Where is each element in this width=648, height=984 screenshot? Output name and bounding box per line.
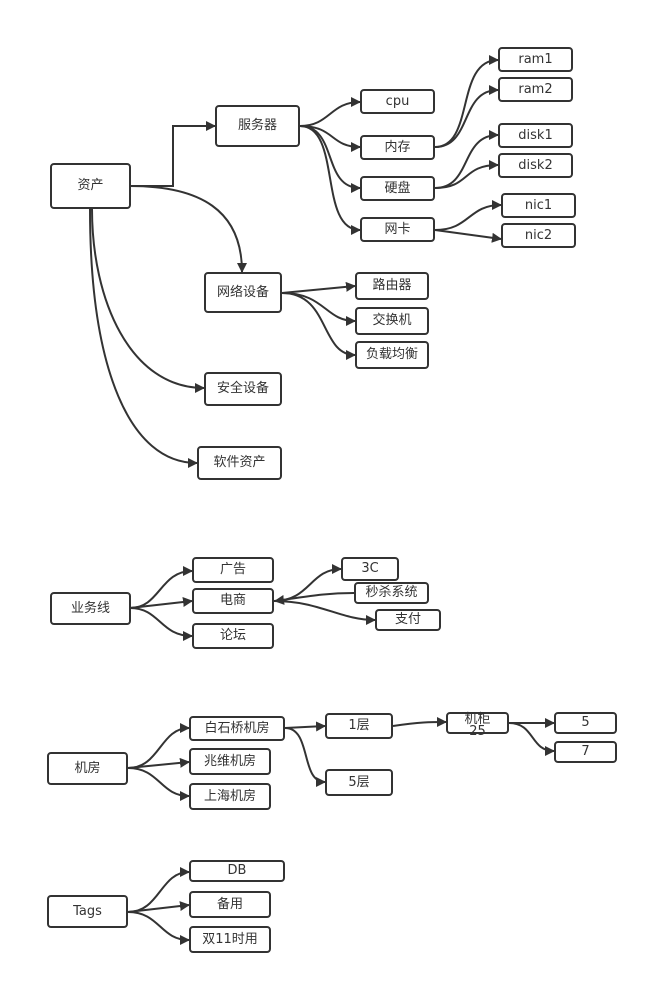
node-server: 服务器 bbox=[215, 105, 300, 147]
node-ram2: ram2 bbox=[498, 77, 573, 102]
edge-server-memory bbox=[299, 125, 361, 152]
edge-memory-ram2 bbox=[434, 85, 499, 148]
node-load-balancer: 负载均衡 bbox=[355, 341, 429, 369]
node-idc: 机房 bbox=[47, 752, 128, 785]
edge-disk-disk1 bbox=[434, 130, 499, 189]
edge-asset-server bbox=[130, 121, 216, 187]
edge-memory-ram1 bbox=[434, 55, 499, 148]
edge-ecommerce-payment bbox=[273, 600, 376, 625]
node-cpu: cpu bbox=[360, 89, 435, 114]
edge-baishiqiao-floor1 bbox=[284, 721, 326, 732]
node-nic1: nic1 bbox=[501, 193, 576, 218]
node-disk: 硬盘 bbox=[360, 176, 435, 201]
node-router: 路由器 bbox=[355, 272, 429, 300]
node-5: 5 bbox=[554, 712, 617, 734]
edge-network-lb bbox=[281, 292, 356, 360]
edge-asset-network bbox=[129, 185, 247, 273]
node-shanghai: 上海机房 bbox=[189, 783, 271, 810]
node-zhaowei: 兆维机房 bbox=[189, 748, 271, 775]
node-disk1: disk1 bbox=[498, 123, 573, 148]
node-asset: 资产 bbox=[50, 163, 131, 209]
edge-server-cpu bbox=[299, 97, 361, 127]
node-memory: 内存 bbox=[360, 135, 435, 160]
node-nic2: nic2 bbox=[501, 223, 576, 248]
edge-network-router bbox=[281, 281, 356, 294]
edge-rack-7 bbox=[508, 722, 555, 756]
node-software-asset: 软件资产 bbox=[197, 446, 282, 480]
node-business-line: 业务线 bbox=[50, 592, 131, 625]
edge-tags-double11 bbox=[127, 911, 190, 945]
edge-floor1-rack bbox=[392, 717, 447, 728]
node-payment: 支付 bbox=[375, 609, 441, 631]
edge-tags-backup bbox=[127, 901, 190, 913]
node-tags: Tags bbox=[47, 895, 128, 928]
node-db: DB bbox=[189, 860, 285, 882]
node-double11: 双11时用 bbox=[189, 926, 271, 953]
node-baishiqiao: 白石桥机房 bbox=[189, 716, 285, 741]
edge-server-nic bbox=[299, 125, 361, 235]
edge-nic-nic2 bbox=[434, 229, 502, 243]
edge-idc-shanghai bbox=[127, 767, 190, 801]
node-3c: 3C bbox=[341, 557, 399, 581]
node-floor5: 5层 bbox=[325, 769, 393, 796]
node-rack25: 机柜 25 bbox=[446, 712, 509, 738]
node-ecommerce: 电商 bbox=[192, 588, 274, 614]
node-network-device: 网络设备 bbox=[204, 272, 282, 313]
edge-idc-zhaowei bbox=[127, 757, 190, 769]
node-switch: 交换机 bbox=[355, 307, 429, 335]
edge-nic-nic1 bbox=[434, 200, 502, 231]
edge-baishiqiao-floor5 bbox=[284, 727, 326, 787]
node-forum: 论坛 bbox=[192, 623, 274, 649]
edge-flashsale-ecommerce bbox=[274, 592, 355, 605]
node-ads: 广告 bbox=[192, 557, 274, 583]
node-disk2: disk2 bbox=[498, 153, 573, 178]
node-flash-sale: 秒杀系统 bbox=[354, 582, 429, 604]
edge-asset-software bbox=[89, 208, 198, 468]
node-nic: 网卡 bbox=[360, 217, 435, 242]
edge-bizline-ecommerce bbox=[129, 597, 193, 609]
edge-bizline-forum bbox=[129, 607, 193, 641]
node-7: 7 bbox=[554, 741, 617, 763]
node-backup: 备用 bbox=[189, 891, 271, 918]
node-floor1: 1层 bbox=[325, 713, 393, 739]
node-security-device: 安全设备 bbox=[204, 372, 282, 406]
edge-disk-disk2 bbox=[434, 160, 499, 189]
edge-asset-security bbox=[91, 208, 205, 393]
node-ram1: ram1 bbox=[498, 47, 573, 72]
